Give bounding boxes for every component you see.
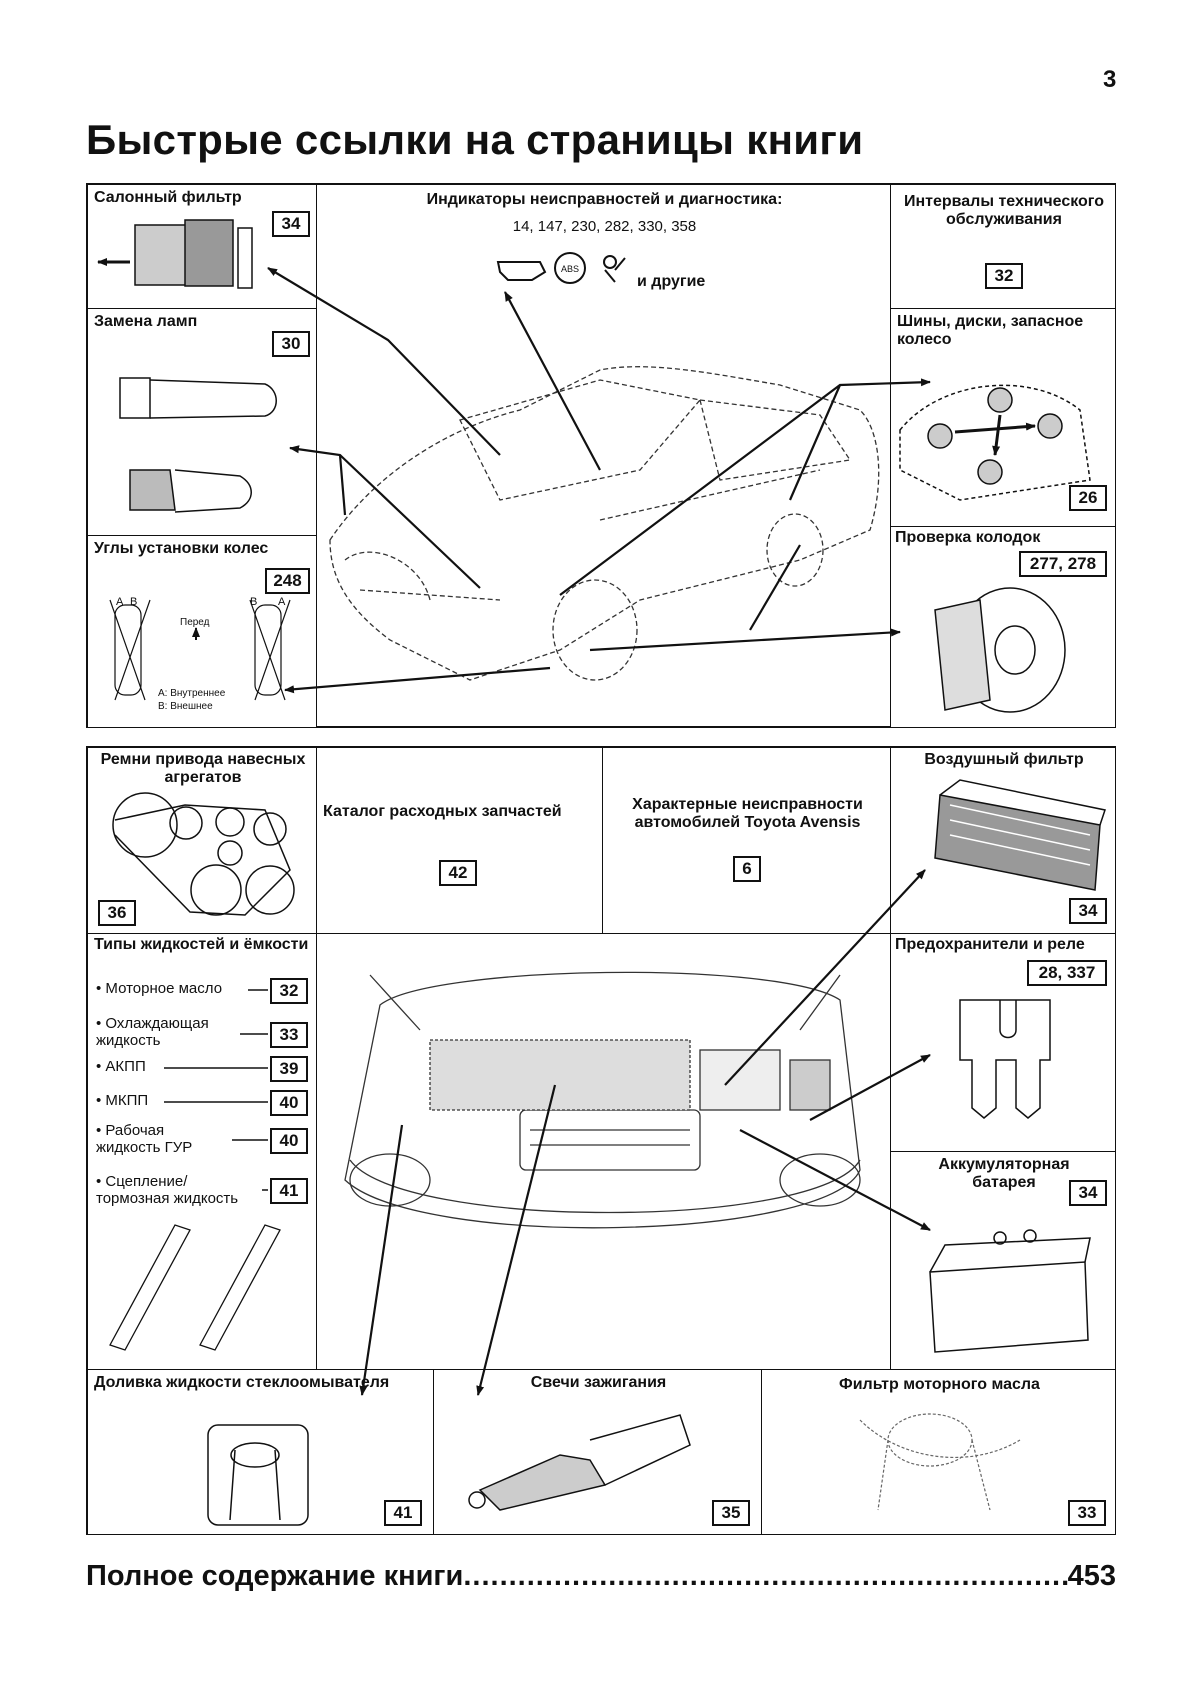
alignment-legend-b: B: Внешнее [158,701,213,712]
alignment-front: Перед [180,617,210,628]
diagnostics-pages[interactable]: 14, 147, 230, 282, 330, 358 [512,218,697,235]
cell-fluids[interactable]: Типы жидкостей и ёмкости • Моторное масл… [87,933,317,1370]
fluid-page-mkpp[interactable]: 40 [270,1090,308,1116]
fluid-page-akpp[interactable]: 39 [270,1056,308,1082]
catalog-page[interactable]: 42 [439,860,477,886]
footer-dots: ........................................… [463,1560,1068,1592]
washer-label: Доливка жидкости стеклоомывателя [94,1374,390,1391]
cell-tires[interactable]: Шины, диски, запасное колесо 26 [890,308,1116,527]
service-intervals-page[interactable]: 32 [985,263,1023,289]
fluid-page-brake-clutch[interactable]: 41 [270,1178,308,1204]
cabin-filter-label: Салонный фильтр [94,189,242,206]
alignment-mark-a-right: A [278,596,286,608]
fuses-page[interactable]: 28, 337 [1027,960,1107,986]
brake-pads-page[interactable]: 277, 278 [1019,551,1107,577]
page-number: 3 [1103,66,1117,93]
cell-engine-bay [316,933,891,1370]
alignment-mark-b-right: B [250,596,258,608]
diagnostics-others: и другие [637,273,706,290]
alignment-page[interactable]: 248 [265,568,310,594]
cell-catalog[interactable]: Каталог расходных запчастей 42 [316,747,603,934]
brake-pads-label: Проверка колодок [895,529,1041,546]
fluid-item-mkpp: • МКПП [96,1092,149,1109]
cell-diagnostics[interactable]: Индикаторы неисправностей и диагностика:… [316,184,891,309]
air-filter-page[interactable]: 34 [1069,898,1107,924]
faults-page[interactable]: 6 [733,856,761,882]
cell-air-filter[interactable]: Воздушный фильтр 34 [890,747,1116,934]
fluids-label: Типы жидкостей и ёмкости [94,936,309,953]
fluid-item-power-steering: • Рабочая жидкость ГУР [96,1122,193,1156]
battery-page[interactable]: 34 [1069,1180,1107,1206]
cell-oil-filter[interactable]: Фильтр моторного масла 33 [761,1369,1116,1535]
belts-label: Ремни привода навесных агрегатов [100,751,306,786]
service-intervals-label: Интервалы технического обслуживания [903,193,1105,228]
belts-page[interactable]: 36 [98,900,136,926]
fluid-item-coolant: • Охлаждающая жидкость [96,1015,209,1049]
fluid-page-power-steering[interactable]: 40 [270,1128,308,1154]
washer-page[interactable]: 41 [384,1500,422,1526]
air-filter-label: Воздушный фильтр [924,751,1084,768]
cell-faults[interactable]: Характерные неисправности автомобилей To… [602,747,891,934]
spark-plugs-label: Свечи зажигания [530,1374,667,1391]
cell-washer[interactable]: Доливка жидкости стеклоомывателя 41 [87,1369,434,1535]
lamps-label: Замена ламп [94,313,198,330]
fluid-page-engine-oil[interactable]: 32 [270,978,308,1004]
fluid-item-engine-oil: • Моторное масло [96,980,223,997]
tires-label: Шины, диски, запасное колесо [897,313,1084,348]
cell-lamps[interactable]: Замена ламп 30 [87,308,317,536]
spark-plugs-page[interactable]: 35 [712,1500,750,1526]
table-of-contents-link[interactable]: Полное содержание книги ................… [86,1560,1116,1593]
faults-label: Характерные неисправности автомобилей To… [632,796,863,831]
tires-page[interactable]: 26 [1069,485,1107,511]
cell-cabin-filter[interactable]: Салонный фильтр 34 [87,184,317,309]
cell-service-intervals[interactable]: Интервалы технического обслуживания 32 [890,184,1116,309]
footer-page: 453 [1067,1560,1116,1592]
fuses-label: Предохранители и реле [895,936,1085,953]
cell-alignment[interactable]: Углы установки колес 248 Перед A: Внутре… [87,535,317,728]
footer-label: Полное содержание книги [86,1560,464,1592]
alignment-legend-a: A: Внутреннее [158,688,226,699]
lamps-page[interactable]: 30 [272,331,310,357]
oil-filter-page[interactable]: 33 [1068,1500,1106,1526]
cell-brake-pads[interactable]: Проверка колодок 277, 278 [890,526,1116,728]
oil-filter-label: Фильтр моторного масла [839,1376,1040,1393]
cell-spark-plugs[interactable]: Свечи зажигания 35 [433,1369,762,1535]
alignment-label: Углы установки колес [94,540,269,557]
fluid-item-akpp: • АКПП [96,1058,146,1075]
diagnostics-label: Индикаторы неисправностей и диагностика: [426,191,783,208]
alignment-mark-a-left: A [116,596,124,608]
battery-label: Аккумуляторная батарея [938,1156,1070,1191]
fluid-item-brake-clutch: • Сцепление/тормозная жидкость [96,1173,239,1207]
cell-fuses[interactable]: Предохранители и реле 28, 337 [890,933,1116,1152]
fluid-page-coolant[interactable]: 33 [270,1022,308,1048]
catalog-label: Каталог расходных запчастей [323,803,562,820]
alignment-mark-b-left: B [130,596,138,608]
cell-battery[interactable]: Аккумуляторная батарея 34 [890,1151,1116,1370]
cell-belts[interactable]: Ремни привода навесных агрегатов 36 [87,747,317,934]
page-title: Быстрые ссылки на страницы книги [86,116,864,163]
cabin-filter-page[interactable]: 34 [272,211,310,237]
